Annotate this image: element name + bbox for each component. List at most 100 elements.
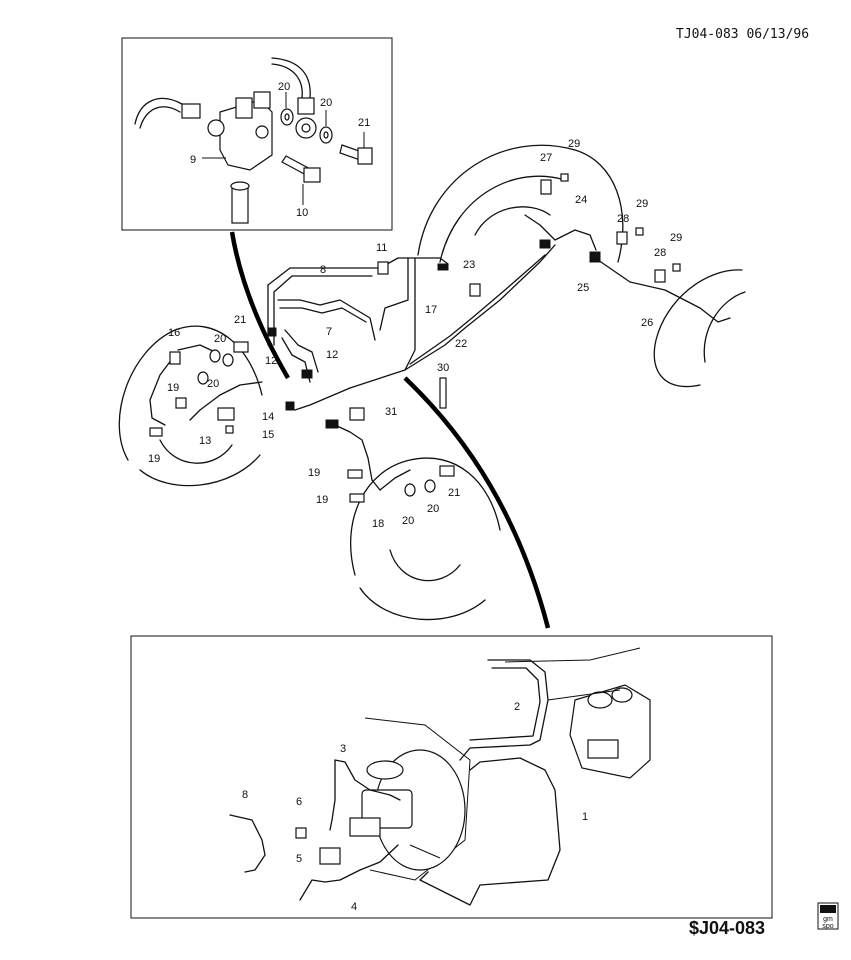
bracket-28: [654, 269, 666, 283]
callout-19: 19: [316, 494, 328, 506]
callout-29: 29: [636, 198, 648, 210]
valve-lower-fitting: [231, 184, 249, 224]
washer-20: [197, 371, 209, 385]
clip-19: [175, 397, 187, 409]
callout-4: 4: [351, 901, 357, 913]
callout-12: 12: [265, 355, 277, 367]
brake-line-1: [419, 757, 561, 906]
callout-8: 8: [242, 789, 248, 801]
front-tire-right: [350, 457, 501, 576]
callout-20: 20: [402, 515, 414, 527]
inset-pipe-right: [271, 57, 311, 99]
callout-21: 21: [448, 487, 460, 499]
callout-14: 14: [262, 411, 274, 423]
callout-21: 21: [358, 117, 370, 129]
bracket-27: [540, 179, 552, 195]
clip-30: [439, 377, 447, 409]
lower-connector: [403, 376, 551, 629]
clip-19: [347, 469, 363, 479]
callout-20: 20: [427, 503, 439, 515]
inset-connector: [229, 231, 290, 380]
logo-top-text: gm: [823, 916, 833, 923]
callout-17: 17: [425, 304, 437, 316]
callout-28: 28: [617, 213, 629, 225]
callout-5: 5: [296, 853, 302, 865]
callout-27: 27: [540, 152, 552, 164]
tires: [118, 144, 746, 621]
bolt-15: [225, 425, 234, 434]
callout-20: 20: [207, 378, 219, 390]
callout-20: 20: [278, 81, 290, 93]
clip-23: [469, 283, 481, 297]
washer-20: [209, 349, 221, 363]
pipe-nut: [181, 103, 201, 119]
callout-19: 19: [167, 382, 179, 394]
brake-line-8-lower: [229, 814, 266, 873]
brake-hose-18: [334, 424, 381, 491]
brake-line-4: [299, 844, 399, 901]
callout-28: 28: [654, 247, 666, 259]
callout-8: 8: [320, 264, 326, 276]
callout-18: 18: [372, 518, 384, 530]
callout-24: 24: [575, 194, 587, 206]
clip-11: [377, 261, 389, 275]
master-cylinder-inset: [130, 635, 773, 919]
callout-12: 12: [326, 349, 338, 361]
rear-tire-left: [417, 144, 624, 263]
callout-25: 25: [577, 282, 589, 294]
callout-26: 26: [641, 317, 653, 329]
callout-23: 23: [463, 259, 475, 271]
callout-13: 13: [199, 435, 211, 447]
callout-11: 11: [376, 242, 387, 254]
brake-line-26: [597, 259, 731, 323]
callout-15: 15: [262, 429, 274, 441]
brake-line-3: [334, 759, 401, 801]
rear-tire-right: [653, 269, 743, 388]
clip-19: [149, 427, 163, 437]
brake-line-22: [404, 244, 556, 371]
brake-hose-16: [149, 354, 176, 426]
diagram-code: $J04-083: [689, 918, 765, 938]
clip-19: [349, 493, 365, 503]
bolt-29: [635, 227, 644, 236]
brake-line-8: [267, 257, 449, 346]
brake-line-7: [277, 299, 376, 341]
callout-9: 9: [190, 154, 196, 166]
bracket-28: [616, 231, 628, 245]
callout-20: 20: [320, 97, 332, 109]
callout-3: 3: [340, 743, 346, 755]
callout-labels: 9 10 20 20 21 8 11 7 17 23 22 27 29 24 2…: [148, 81, 682, 913]
inset-frame: [121, 37, 393, 231]
callout-1: 1: [582, 811, 588, 823]
reservoir: [366, 760, 404, 780]
diagram-reference: TJ04-083 06/13/96: [676, 27, 809, 42]
bolt-29: [672, 263, 681, 272]
callout-29: 29: [568, 138, 580, 150]
bolt-6: [295, 827, 307, 839]
washer-20: [222, 353, 234, 367]
bracket-31: [349, 407, 365, 421]
callout-16: 16: [168, 327, 180, 339]
callout-19: 19: [308, 467, 320, 479]
bracket-14: [217, 407, 235, 421]
bolt-21: [439, 465, 455, 477]
callout-22: 22: [455, 338, 467, 350]
brake-line-24: [524, 214, 597, 251]
lower-inset-frame: [130, 635, 773, 919]
gm-spo-logo: gm spo: [817, 902, 839, 930]
callout-19: 19: [148, 453, 160, 465]
callout-20: 20: [214, 333, 226, 345]
bolt-29: [560, 173, 569, 182]
callout-31: 31: [385, 406, 397, 418]
logo-bottom-text: spo: [822, 923, 833, 930]
valve-detail-inset: [121, 37, 393, 231]
callout-30: 30: [437, 362, 449, 374]
callout-29: 29: [670, 232, 682, 244]
callout-2: 2: [514, 701, 520, 713]
callout-6: 6: [296, 796, 302, 808]
callout-7: 7: [326, 326, 332, 338]
hardware: [149, 173, 681, 503]
brake-line-17: [379, 257, 409, 331]
junction-block: [319, 847, 341, 865]
